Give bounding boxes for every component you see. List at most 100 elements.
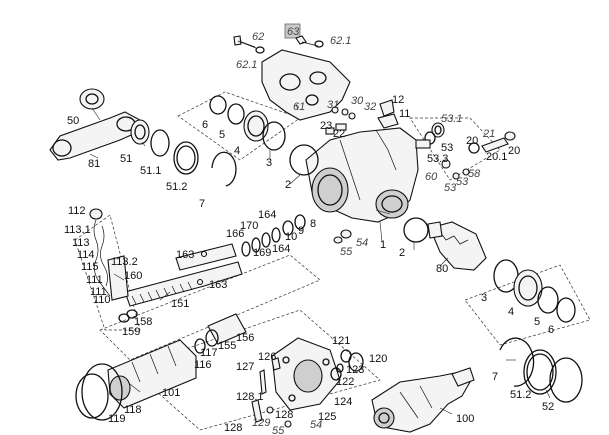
snap-ring-7b bbox=[499, 337, 535, 387]
part-58 bbox=[462, 168, 470, 176]
label-159: 159 bbox=[122, 326, 140, 338]
label-23: 23 bbox=[320, 120, 332, 132]
seal-9 bbox=[282, 220, 294, 236]
label-166: 166 bbox=[226, 228, 244, 240]
label-1: 1 bbox=[380, 239, 386, 251]
washer-62-1-right bbox=[314, 40, 324, 48]
label-5b: 5 bbox=[534, 316, 540, 328]
part-22 bbox=[335, 123, 347, 131]
end-cover-group bbox=[251, 337, 364, 428]
o-ring-2 bbox=[289, 144, 319, 176]
part-12 bbox=[379, 99, 395, 117]
label-155: 155 bbox=[218, 340, 236, 352]
sector-shaft-seals-left bbox=[130, 95, 286, 187]
label-113-2: 113.2 bbox=[111, 256, 138, 268]
label-120: 120 bbox=[369, 353, 387, 365]
valve-housing-group bbox=[371, 367, 475, 433]
label-20b: 20 bbox=[508, 145, 520, 157]
label-124: 124 bbox=[334, 396, 352, 408]
label-2b: 2 bbox=[399, 247, 405, 259]
seal-10 bbox=[271, 227, 281, 243]
ball-163 bbox=[200, 250, 208, 258]
label-6b: 6 bbox=[548, 324, 554, 336]
label-151: 151 bbox=[171, 298, 189, 310]
label-163a: 163 bbox=[176, 249, 194, 261]
label-61: 61 bbox=[293, 101, 305, 113]
bolt-127 bbox=[259, 369, 267, 395]
label-114: 114 bbox=[77, 249, 95, 261]
part-20b bbox=[504, 131, 516, 141]
part-31 bbox=[331, 106, 339, 114]
label-125: 125 bbox=[318, 411, 336, 423]
label-58: 58 bbox=[468, 168, 481, 180]
bolt-20-1 bbox=[481, 137, 509, 153]
ring-6 bbox=[209, 95, 227, 115]
bolt-62 bbox=[233, 35, 242, 46]
label-170: 170 bbox=[240, 220, 258, 232]
part-53-3 bbox=[415, 139, 431, 149]
label-4: 4 bbox=[234, 145, 240, 157]
label-53-3: 53.3 bbox=[427, 153, 448, 165]
spindle-170 bbox=[175, 243, 237, 271]
steering-housing-group bbox=[289, 99, 429, 243]
part-53-1 bbox=[431, 122, 445, 138]
seal-166 bbox=[241, 241, 251, 257]
worm-shaft-151 bbox=[124, 261, 243, 307]
label-117: 117 bbox=[200, 347, 218, 359]
part-55 bbox=[333, 236, 343, 244]
label-164a: 164 bbox=[258, 209, 276, 221]
label-50: 50 bbox=[67, 115, 79, 127]
label-7: 7 bbox=[199, 198, 205, 210]
label-112: 112 bbox=[68, 205, 86, 217]
ring-122 bbox=[330, 367, 342, 381]
label-128a: 128 bbox=[275, 409, 293, 421]
label-30: 30 bbox=[351, 95, 364, 107]
part-128-1 bbox=[266, 406, 274, 414]
seal-52 bbox=[549, 357, 583, 403]
label-54b: 54 bbox=[310, 419, 322, 431]
label-163b: 163 bbox=[209, 279, 227, 291]
seal-169 bbox=[251, 237, 261, 253]
ring-5-right bbox=[537, 286, 559, 314]
piston-group bbox=[75, 313, 247, 421]
guide-160 bbox=[107, 255, 129, 301]
label-51-2: 51.2 bbox=[166, 181, 187, 193]
seal-8 bbox=[294, 214, 306, 230]
label-53-1: 53.1 bbox=[441, 113, 462, 125]
label-123: 123 bbox=[346, 364, 364, 376]
bearing-4-right bbox=[513, 269, 543, 307]
label-122: 122 bbox=[336, 376, 354, 388]
label-52: 52 bbox=[542, 401, 554, 413]
label-128b: 128 bbox=[224, 422, 242, 434]
label-164b: 164 bbox=[272, 243, 290, 255]
part-53b bbox=[452, 172, 460, 180]
label-53-4: 53 bbox=[456, 176, 469, 188]
part-32 bbox=[348, 112, 356, 120]
ring-51-2 bbox=[173, 141, 199, 175]
label-128-1: 128.1 bbox=[236, 391, 264, 403]
label-121: 121 bbox=[332, 335, 350, 347]
part-labels: 62 63 62.1 62.1 61 50 81 51 51.1 51.2 7 … bbox=[64, 26, 554, 435]
label-53: 53 bbox=[441, 142, 453, 154]
worm-shaft-group bbox=[124, 214, 352, 307]
ring-5 bbox=[227, 103, 245, 125]
label-113-1: 113.1 bbox=[64, 224, 91, 236]
label-20-1: 20.1 bbox=[486, 151, 507, 163]
sector-shaft-group bbox=[427, 221, 576, 323]
label-81: 81 bbox=[88, 158, 100, 170]
label-111b: 111 bbox=[90, 286, 107, 298]
label-63: 63 bbox=[287, 26, 300, 38]
part-112 bbox=[89, 208, 103, 220]
label-55b: 55 bbox=[272, 425, 285, 435]
label-7b: 7 bbox=[492, 371, 498, 383]
label-55: 55 bbox=[340, 246, 353, 258]
ring-123 bbox=[336, 363, 344, 373]
ring-6-right bbox=[556, 297, 576, 323]
label-115: 115 bbox=[81, 261, 99, 273]
ball-163b bbox=[196, 278, 204, 286]
label-62: 62 bbox=[252, 31, 264, 43]
label-6: 6 bbox=[202, 119, 208, 131]
ring-51-2b bbox=[523, 349, 557, 395]
ring-120 bbox=[348, 352, 364, 372]
